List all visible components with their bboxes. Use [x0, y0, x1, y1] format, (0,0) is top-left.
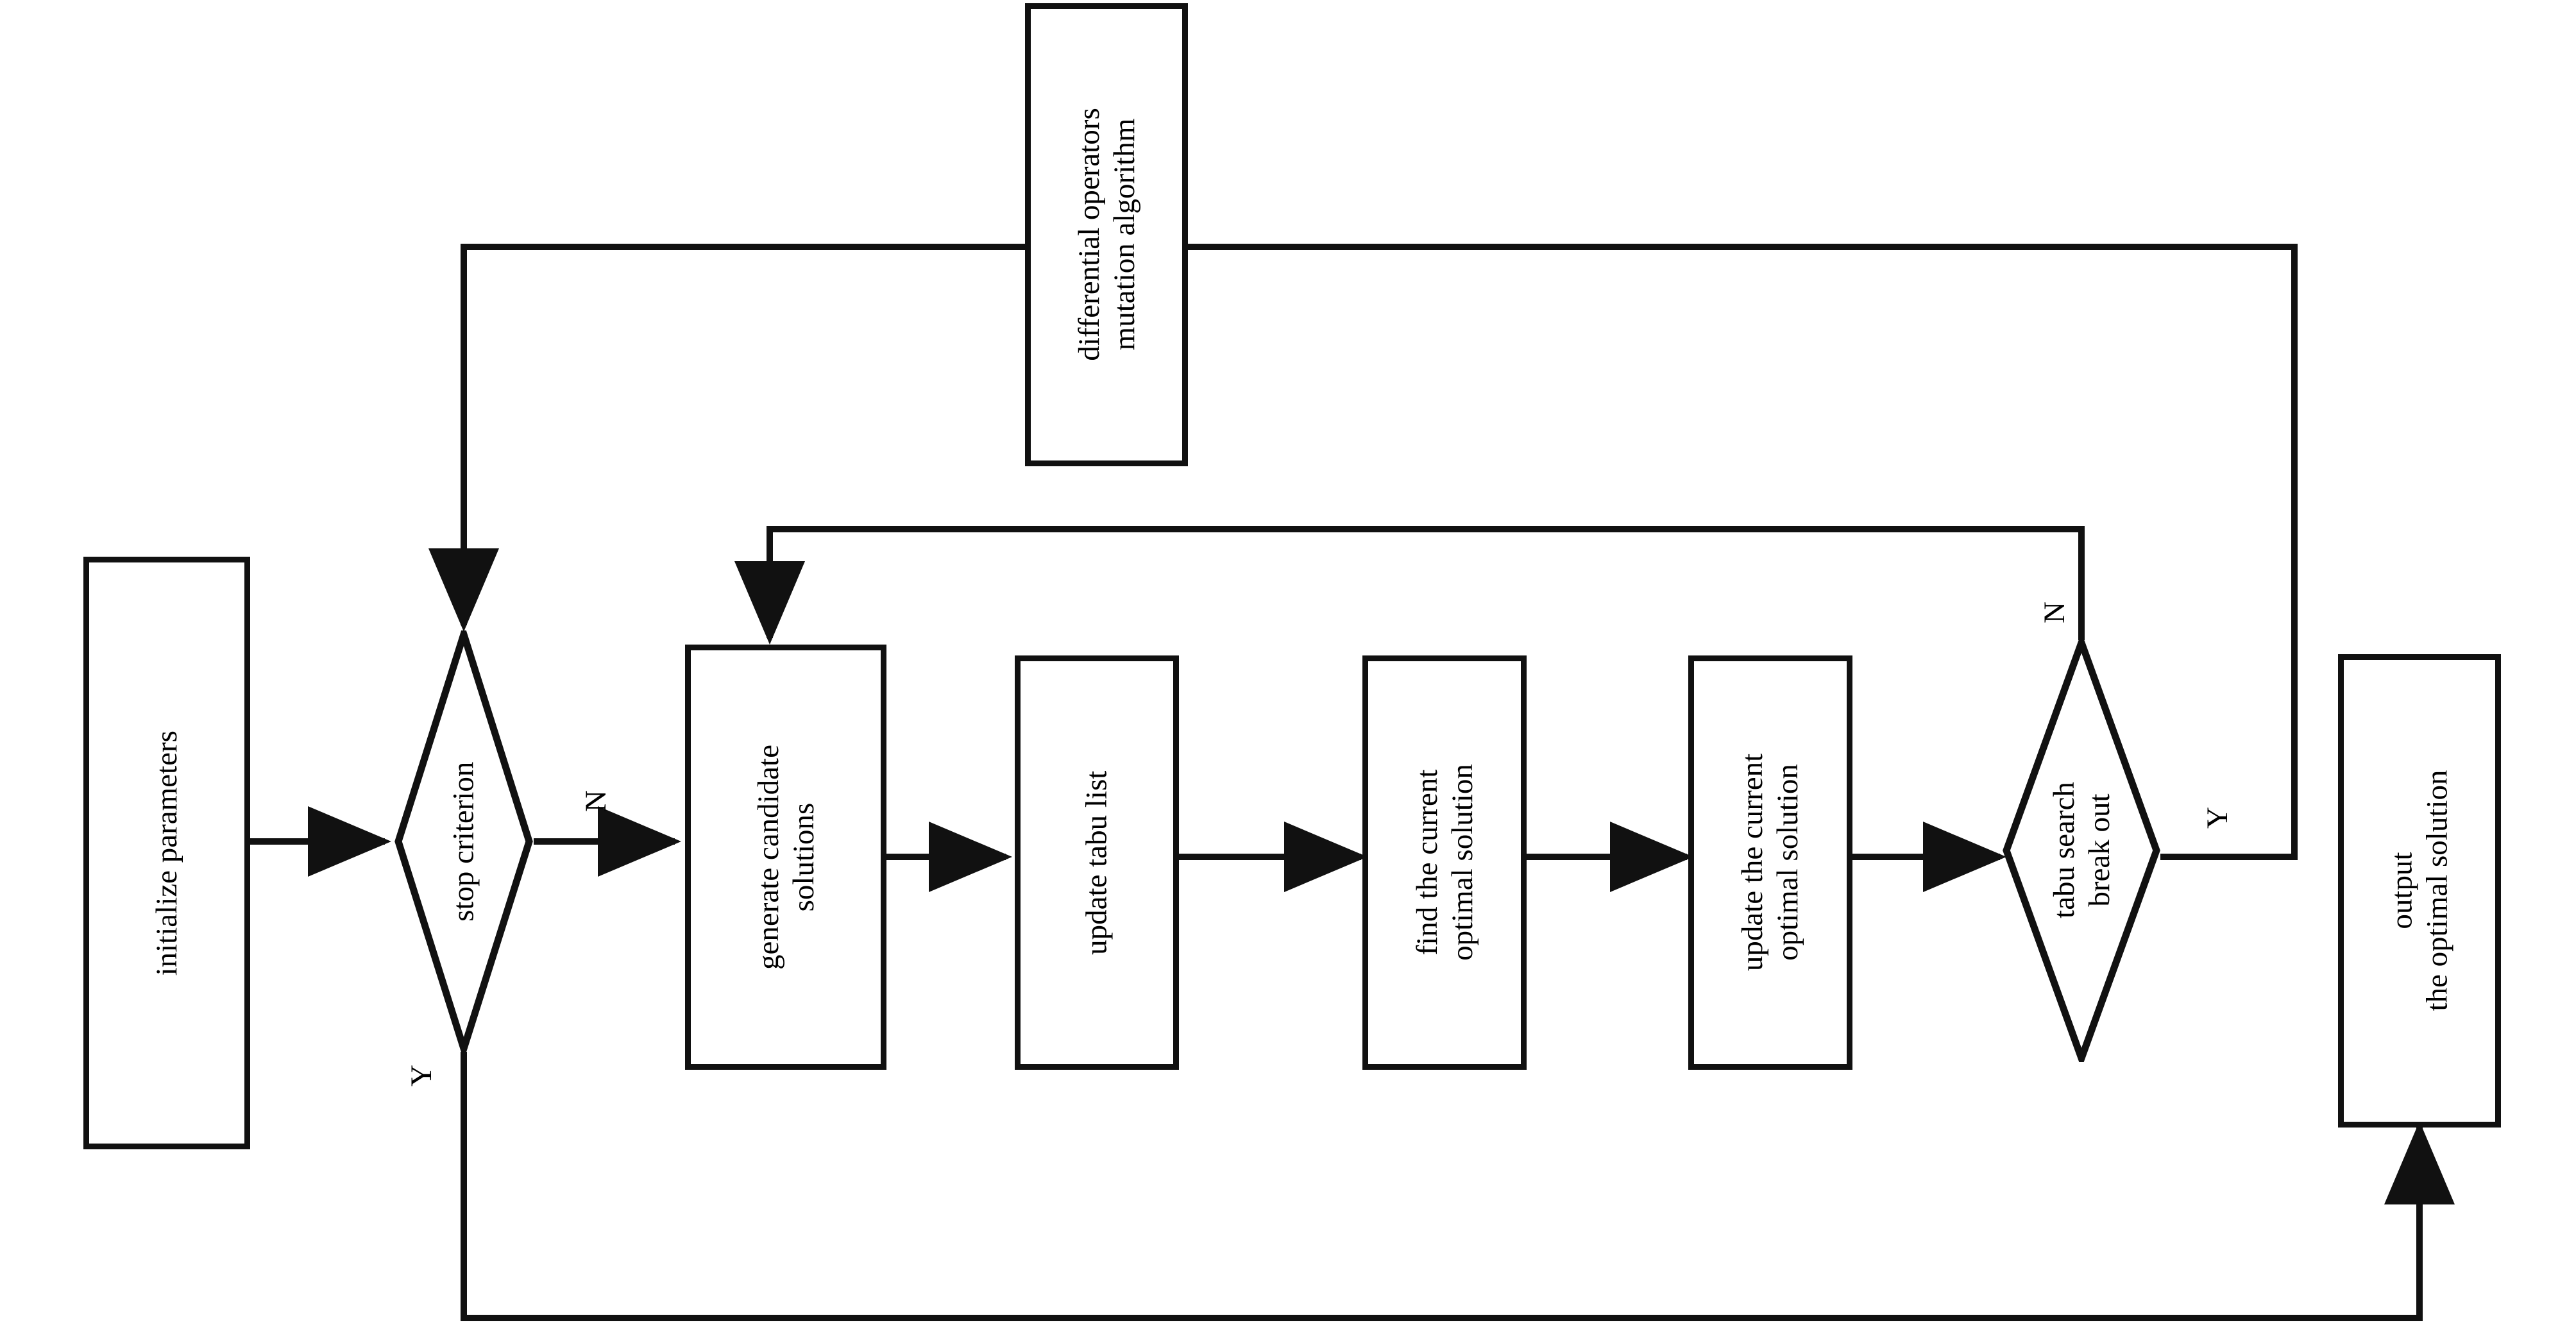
node-generate-candidate-solutions[interactable]: generate candidate solutions [685, 645, 886, 1070]
node-tabu-search-break-out-label: tabu search break out [2047, 782, 2115, 919]
node-update-current-optimal-solution[interactable]: update the current optimal solution [1688, 655, 1852, 1070]
node-output-optimal-solution[interactable]: output the optimal solution [2338, 654, 2501, 1128]
edge-label-stop-yes: Y [404, 1065, 438, 1086]
edge-label-tabu-no: N [2037, 602, 2071, 623]
node-output-optimal-solution-label: output the optimal solution [2385, 770, 2454, 1011]
node-update-current-optimal-solution-label: update the current optimal solution [1736, 754, 1804, 972]
node-stop-criterion-label: stop criterion [446, 761, 480, 922]
node-tabu-search-break-out[interactable]: tabu search break out [2003, 639, 2160, 1062]
edge-label-tabu-yes: Y [2200, 807, 2234, 829]
node-find-current-optimal-solution[interactable]: find the current optimal solution [1362, 655, 1527, 1070]
node-find-current-optimal-solution-label: find the current optimal solution [1410, 764, 1479, 961]
node-differential-operators-mutation-algorithm-label: differential operators mutation algorith… [1072, 108, 1141, 362]
edge-stop-yes-to-output [461, 1052, 2455, 1321]
edge-tabubreak-no-loop [734, 526, 2085, 645]
node-differential-operators-mutation-algorithm[interactable]: differential operators mutation algorith… [1025, 3, 1188, 466]
node-generate-candidate-solutions-label: generate candidate solutions [751, 745, 820, 970]
node-update-tabu-list-label: update tabu list [1080, 770, 1114, 955]
node-update-tabu-list[interactable]: update tabu list [1015, 655, 1179, 1070]
edge-mutation-to-stop [428, 244, 1026, 632]
node-stop-criterion[interactable]: stop criterion [394, 630, 533, 1052]
node-initialize-parameters[interactable]: initialize parameters [83, 557, 250, 1149]
edge-label-stop-no: N [579, 790, 613, 812]
node-initialize-parameters-label: initialize parameters [149, 730, 183, 976]
